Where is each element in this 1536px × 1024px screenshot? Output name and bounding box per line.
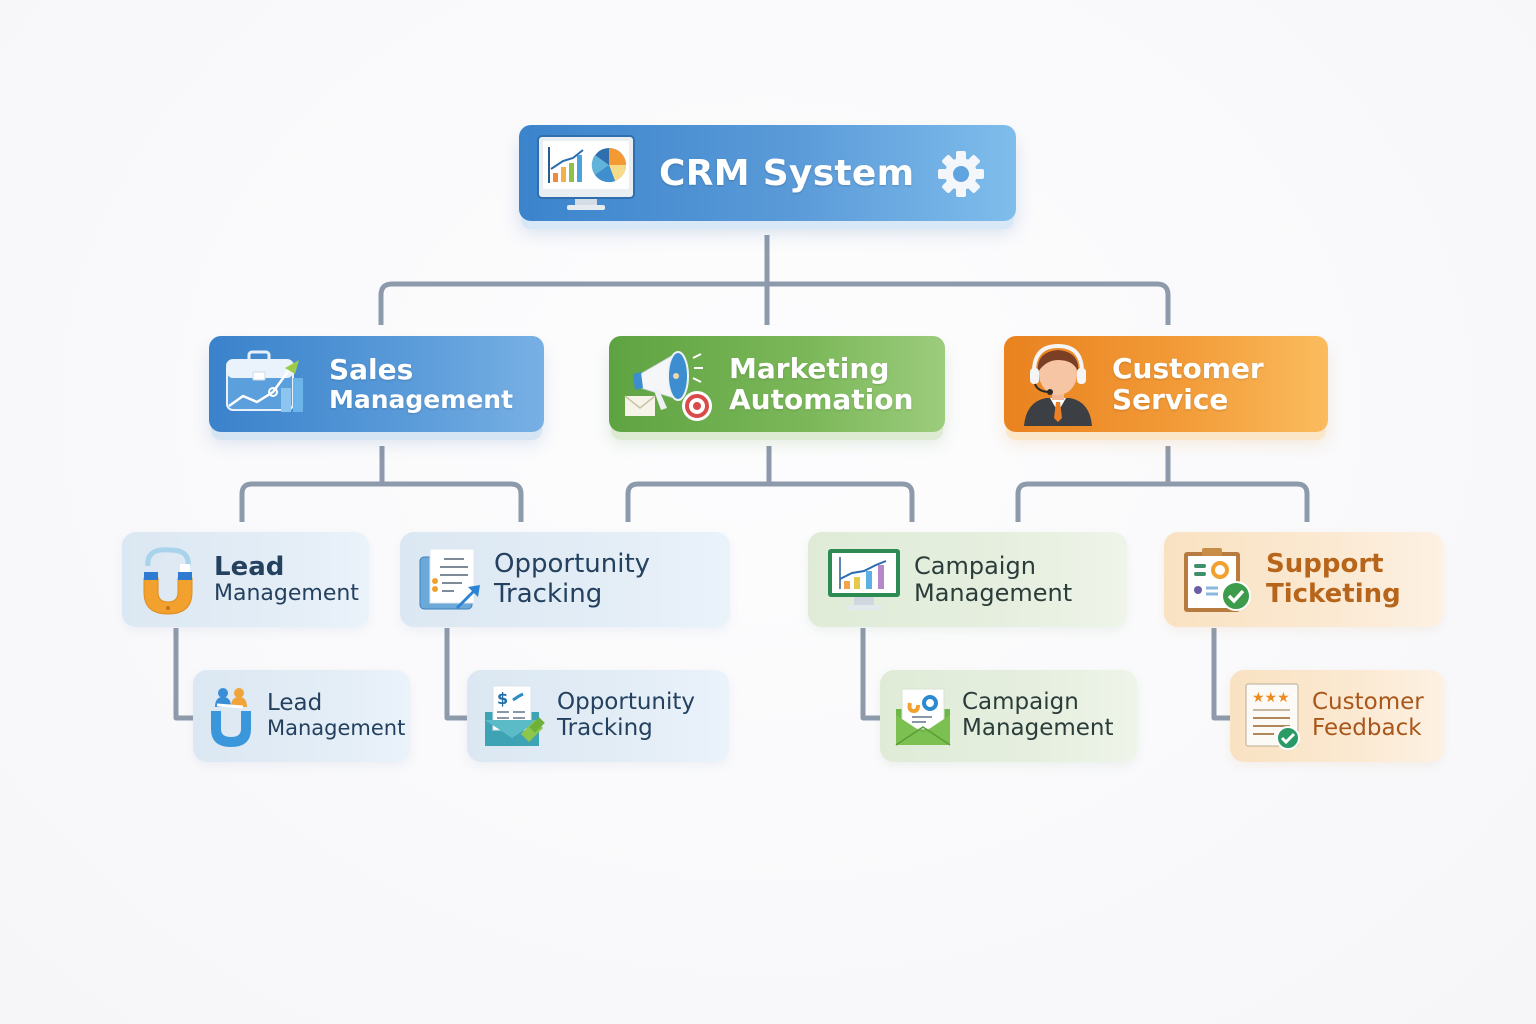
- svg-text:★★★: ★★★: [1252, 690, 1290, 706]
- megaphone-target-icon: [624, 351, 712, 421]
- support-agent-icon: [1024, 343, 1092, 426]
- connector-camp: [860, 628, 880, 721]
- node-sales-management[interactable]: Sales Management: [209, 336, 544, 432]
- connector-supp: [1211, 628, 1230, 721]
- lead1-label: Lead Management: [214, 551, 359, 607]
- opp1-label: Opportunity Tracking: [494, 550, 650, 608]
- service-title-line2: Service: [1112, 383, 1229, 416]
- connector-marketing-bar: [625, 481, 915, 522]
- gear-icon[interactable]: [936, 149, 986, 199]
- node-support-ticketing[interactable]: Support Ticketing: [1164, 532, 1443, 627]
- sales-title-line1: Sales: [329, 353, 414, 387]
- node-campaign-management-detail[interactable]: Campaign Management: [880, 670, 1137, 762]
- analytics-monitor-icon: [537, 135, 635, 210]
- svg-text:$: $: [497, 689, 508, 708]
- node-customer-feedback[interactable]: ★★★ Customer Feedback: [1230, 670, 1444, 762]
- node-lead-management[interactable]: Lead Management: [122, 532, 369, 627]
- lead2-line1: Lead: [267, 690, 323, 717]
- node-opportunity-tracking-detail[interactable]: $ Opportunity Tracking: [467, 670, 729, 762]
- fb2-label: Customer Feedback: [1312, 689, 1424, 742]
- lead1-line1: Lead: [214, 551, 285, 582]
- opp1-line1: Opportunity: [494, 549, 651, 580]
- connector-opp: [444, 628, 467, 721]
- magnet-icon: [143, 546, 193, 615]
- fb2-line1: Customer: [1312, 689, 1424, 716]
- node-lead-management-detail[interactable]: Lead Management: [193, 670, 410, 762]
- root-title: CRM System: [659, 152, 915, 194]
- node-marketing-automation[interactable]: Marketing Automation: [609, 336, 945, 432]
- connector-root-bar: [378, 281, 1171, 325]
- service-label: Customer Service: [1112, 351, 1264, 416]
- camp2-line1: Campaign: [962, 689, 1079, 716]
- lead2-line2: Management: [267, 716, 406, 741]
- invoice-envelope-icon: $: [485, 685, 545, 746]
- magnet-people-icon: [211, 688, 251, 747]
- node-opportunity-tracking[interactable]: Opportunity Tracking: [400, 532, 730, 627]
- clipboard-check-icon: [1184, 547, 1251, 612]
- connector-service-bar: [1015, 481, 1310, 522]
- rating-document-icon: ★★★: [1245, 683, 1300, 750]
- camp1-line1: Campaign: [914, 551, 1036, 580]
- camp1-label: Campaign Management: [914, 551, 1073, 607]
- opp2-line1: Opportunity: [557, 689, 696, 716]
- marketing-title-line1: Marketing: [729, 351, 890, 385]
- mail-envelope-icon: [895, 688, 951, 746]
- opp1-line2: Tracking: [494, 578, 603, 609]
- node-campaign-management[interactable]: Campaign Management: [808, 532, 1127, 627]
- connector-lead: [173, 628, 193, 721]
- camp2-line2: Management: [962, 715, 1114, 741]
- briefcase-growth-icon: [226, 350, 303, 412]
- chart-monitor-icon: [828, 548, 900, 610]
- service-title-line1: Customer: [1112, 351, 1264, 385]
- lead1-line2: Management: [214, 580, 359, 606]
- supp1-line1: Support: [1266, 549, 1384, 580]
- camp1-line2: Management: [914, 578, 1073, 607]
- sales-label: Sales Management: [329, 354, 513, 413]
- supp1-line2: Ticketing: [1266, 578, 1401, 609]
- sales-title-line2: Management: [329, 384, 514, 414]
- lead2-label: Lead Management: [267, 691, 405, 740]
- opp2-line2: Tracking: [557, 715, 653, 741]
- connector-sales-bar: [239, 481, 524, 522]
- supp1-label: Support Ticketing: [1266, 550, 1401, 608]
- node-customer-service[interactable]: Customer Service: [1004, 336, 1328, 432]
- document-arrow-icon: [419, 548, 480, 609]
- opp2-label: Opportunity Tracking: [557, 689, 696, 742]
- marketing-title-line2: Automation: [729, 383, 914, 416]
- node-crm-system[interactable]: CRM System: [519, 125, 1016, 221]
- camp2-label: Campaign Management: [962, 689, 1114, 742]
- fb2-line2: Feedback: [1312, 715, 1422, 741]
- marketing-label: Marketing Automation: [729, 351, 914, 416]
